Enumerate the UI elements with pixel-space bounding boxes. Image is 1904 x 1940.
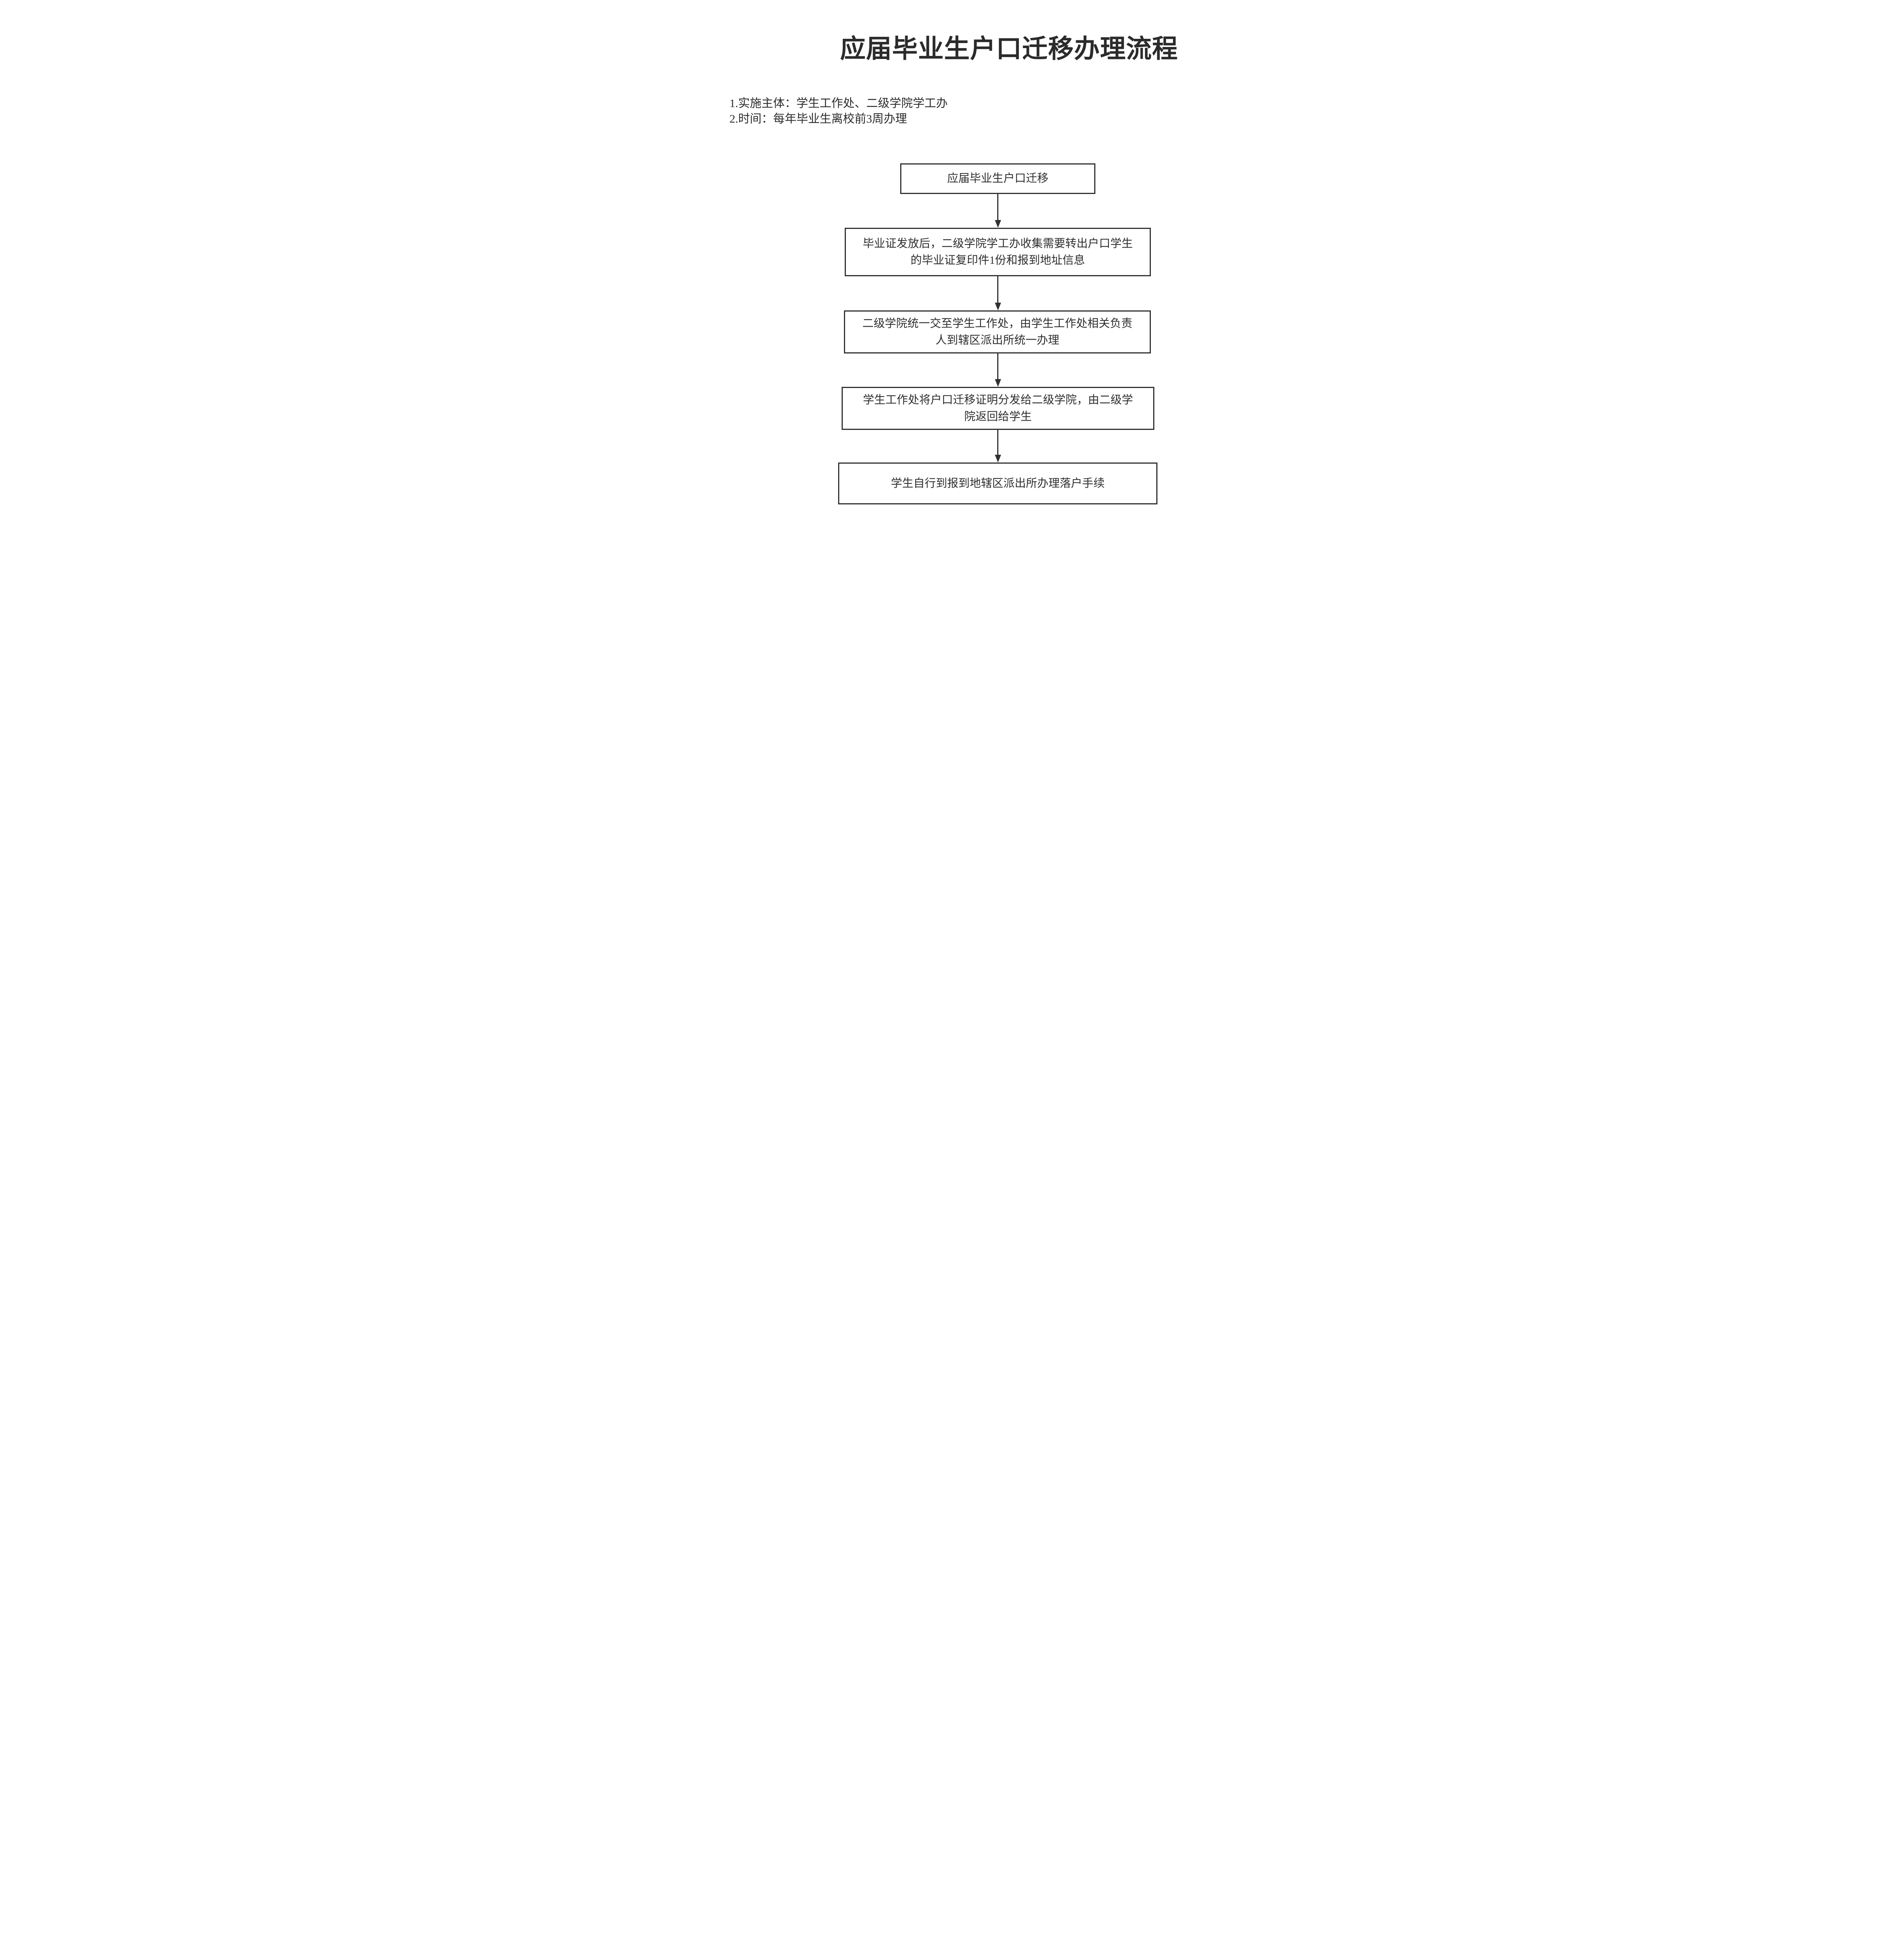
page-title: 应届毕业生户口迁移办理流程	[840, 35, 1178, 63]
notes-block: 1.实施主体：学生工作处、二级学院学工办 2.时间：每年毕业生离校前3周办理	[729, 96, 948, 127]
arrow-head-icon	[994, 379, 1001, 387]
flow-node-collect-documents-label: 毕业证发放后，二级学院学工办收集需要转出户口学生的毕业证复印件1份和报到地址信息	[863, 237, 1133, 267]
arrow-down-3	[994, 353, 1001, 387]
note-implementing-body: 1.实施主体：学生工作处、二级学院学工办	[729, 97, 948, 110]
arrow-head-icon	[994, 455, 1001, 462]
flow-node-collect-documents: 毕业证发放后，二级学院学工办收集需要转出户口学生的毕业证复印件1份和报到地址信息	[845, 228, 1151, 276]
flow-node-submit-to-student-affairs: 二级学院统一交至学生工作处，由学生工作处相关负责人到辖区派出所统一办理	[844, 310, 1151, 353]
flow-node-submit-to-student-affairs-label: 二级学院统一交至学生工作处，由学生工作处相关负责人到辖区派出所统一办理	[862, 317, 1133, 346]
flow-node-student-settle: 学生自行到报到地辖区派出所办理落户手续	[838, 462, 1157, 504]
arrow-down-1	[994, 194, 1001, 228]
arrow-down-2	[994, 276, 1001, 310]
flow-node-distribute-certificates: 学生工作处将户口迁移证明分发给二级学院，由二级学院返回给学生	[842, 387, 1154, 430]
arrow-shaft	[997, 353, 998, 379]
arrow-shaft	[997, 276, 998, 303]
arrow-shaft	[997, 194, 998, 220]
arrow-head-icon	[994, 220, 1001, 228]
flow-node-student-settle-label: 学生自行到报到地辖区派出所办理落户手续	[890, 477, 1105, 490]
arrow-head-icon	[994, 303, 1001, 310]
arrow-down-4	[994, 430, 1001, 462]
note-time: 2.时间：每年毕业生离校前3周办理	[729, 113, 907, 125]
flow-node-start: 应届毕业生户口迁移	[900, 163, 1095, 194]
flowchart-page: 应届毕业生户口迁移办理流程 1.实施主体：学生工作处、二级学院学工办 2.时间：…	[714, 0, 1190, 519]
flow-node-distribute-certificates-label: 学生工作处将户口迁移证明分发给二级学院，由二级学院返回给学生	[863, 393, 1133, 423]
arrow-shaft	[997, 430, 998, 455]
flow-node-start-label: 应届毕业生户口迁移	[947, 172, 1048, 185]
